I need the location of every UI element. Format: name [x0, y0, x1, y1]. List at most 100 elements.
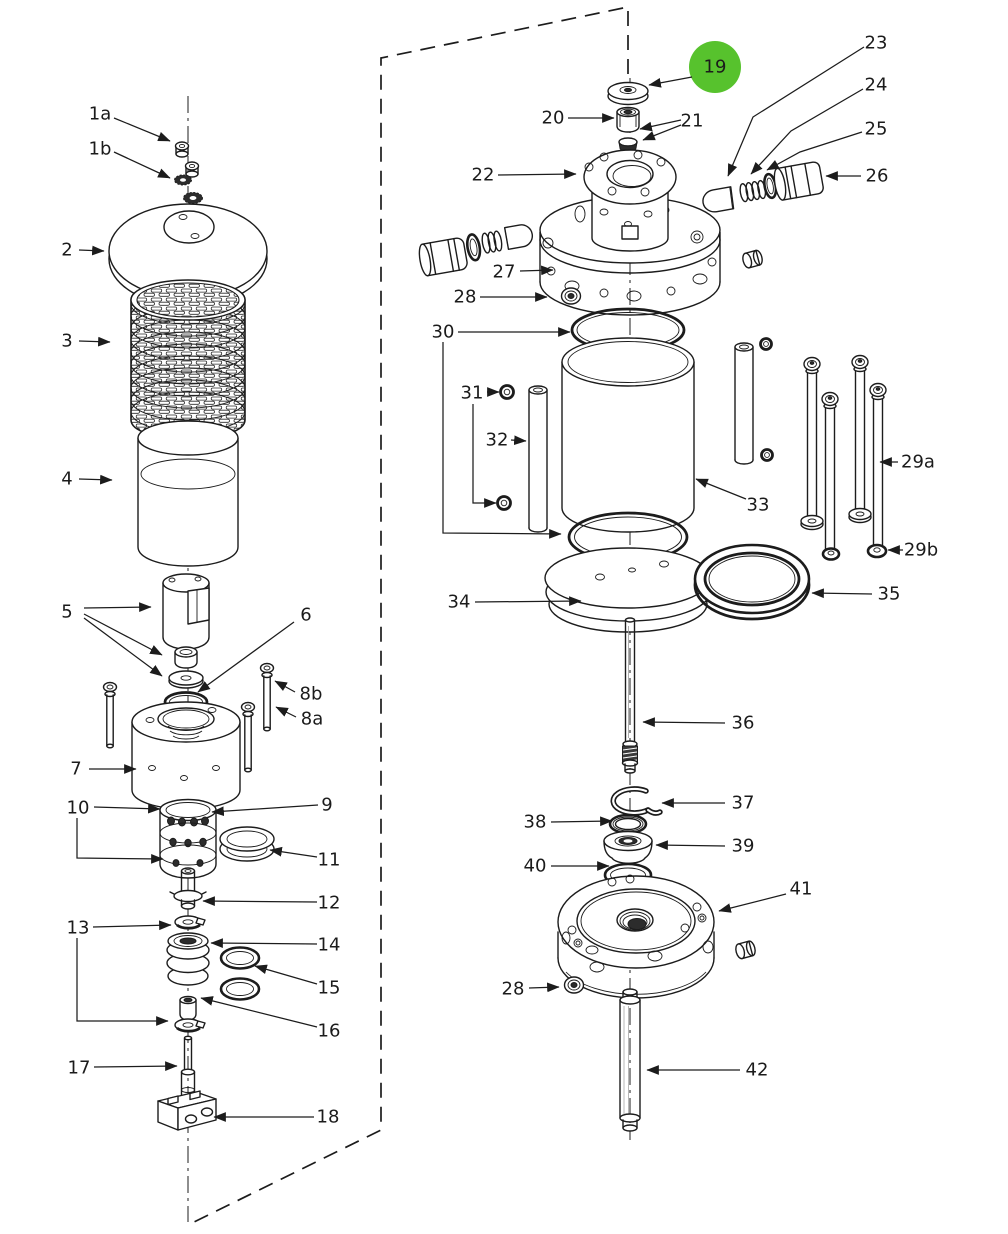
- part-label-29b: 29b: [887, 540, 938, 561]
- leader-line-13: [76, 938, 169, 1026]
- part-number-10: 10: [67, 798, 90, 819]
- part-36-piston-rod: [621, 617, 639, 774]
- part-number-33: 33: [747, 495, 770, 516]
- part-label-16: 16: [200, 996, 341, 1042]
- leader-line-19: [648, 76, 693, 88]
- part-number-13: 13: [67, 918, 90, 939]
- leader-line-25: [766, 131, 863, 171]
- part-number-16: 16: [318, 1021, 341, 1042]
- leader-line-17: [93, 1061, 178, 1072]
- leader-line-2: [78, 245, 105, 256]
- part-number-14: 14: [318, 935, 341, 956]
- part-label-25: 25: [766, 119, 888, 171]
- part-number-37: 37: [732, 793, 755, 814]
- leader-line-21: [642, 124, 682, 141]
- part-5-valve-block-set: [162, 573, 210, 689]
- part-label-6: 6: [197, 605, 312, 693]
- leader-line-21: [639, 119, 682, 132]
- part-28-plug-bottom: [563, 976, 585, 994]
- part-29a-tie-bolts: [803, 354, 887, 551]
- part-11-retaining-rings: [219, 826, 275, 862]
- part-number-31: 31: [461, 383, 484, 404]
- part-14-seal-stack: [166, 932, 210, 986]
- part-13-tab-washer-upper: [174, 915, 206, 930]
- leader-line-5: [83, 617, 163, 677]
- part-label-24: 24: [750, 75, 887, 175]
- part-number-8a: 8a: [301, 709, 323, 730]
- leader-line-10: [76, 818, 164, 864]
- part-number-6: 6: [300, 605, 311, 626]
- leader-line-8a: [275, 706, 297, 718]
- part-label-17: 17: [68, 1058, 178, 1079]
- part-number-8b: 8b: [300, 684, 323, 705]
- leader-line-10: [93, 803, 161, 814]
- part-label-1b: 1b: [89, 139, 171, 179]
- part-2-cover-disc: [108, 203, 268, 307]
- part-12-valve-stem: [169, 867, 207, 910]
- part-label-30: 30: [432, 322, 571, 539]
- leader-line-1b: [113, 151, 171, 179]
- part-label-41: 41: [718, 879, 812, 913]
- part-label-10: 10: [67, 798, 164, 864]
- part-41-bottom-flange: [557, 874, 715, 999]
- part-34-end-plate: [544, 547, 712, 633]
- part-number-25: 25: [865, 119, 888, 140]
- part-13-tab-washer-lower: [174, 1018, 206, 1033]
- highlight-part-19[interactable]: [689, 41, 741, 93]
- part-number-26: 26: [866, 166, 889, 187]
- part-number-12: 12: [318, 893, 341, 914]
- part-23-26-valve-cartridge-right: [702, 161, 824, 213]
- leader-line-36: [642, 717, 726, 728]
- part-number-34: 34: [448, 592, 471, 613]
- part-number-3: 3: [61, 331, 72, 352]
- part-number-22: 22: [472, 165, 495, 186]
- part-number-1b: 1b: [89, 139, 112, 160]
- part-number-20: 20: [542, 108, 565, 129]
- part-number-30: 30: [432, 322, 455, 343]
- leader-line-5: [83, 613, 163, 656]
- part-number-23: 23: [865, 33, 888, 54]
- section-boundary-dashed: [189, 5, 629, 1225]
- part-label-26: 26: [825, 166, 889, 187]
- part-1b-lock-washers: [174, 174, 203, 204]
- part-label-8a: 8a: [275, 706, 323, 730]
- leader-line-31: [472, 404, 497, 508]
- part-label-40: 40: [524, 856, 610, 877]
- part-number-28: 28: [454, 287, 477, 308]
- leader-line-13: [92, 920, 172, 931]
- leader-line-38: [550, 816, 613, 827]
- part-number-40: 40: [524, 856, 547, 877]
- part-number-9: 9: [321, 795, 332, 816]
- part-22-upper-flange-body: [583, 149, 677, 252]
- part-label-35: 35: [811, 584, 900, 605]
- part-plug-right-small: [742, 249, 763, 269]
- part-label-34: 34: [448, 592, 582, 613]
- part-label-20: 20: [542, 108, 615, 129]
- part-label-37: 37: [661, 793, 755, 814]
- leader-line-5: [83, 602, 152, 613]
- part-label-28b: 28: [502, 979, 560, 1000]
- part-number-42: 42: [746, 1060, 769, 1081]
- part-label-32: 32: [486, 430, 527, 451]
- part-1a-screws: [174, 141, 200, 178]
- part-28-plug-top: [560, 287, 582, 305]
- part-number-1a: 1a: [89, 104, 111, 125]
- leader-line-6: [197, 621, 295, 693]
- part-number-4: 4: [61, 469, 72, 490]
- part-number-2: 2: [61, 240, 72, 261]
- part-number-39: 39: [732, 836, 755, 857]
- part-label-14: 14: [210, 935, 341, 956]
- leader-line-41: [718, 893, 787, 913]
- part-number-5: 5: [61, 602, 72, 623]
- part-number-11: 11: [318, 850, 341, 871]
- part-15-o-rings-pair: [219, 946, 261, 1001]
- part-number-29a: 29a: [901, 452, 935, 473]
- part-label-18: 18: [213, 1107, 340, 1128]
- part-label-19: 19: [648, 57, 726, 88]
- part-label-38: 38: [524, 812, 613, 833]
- leader-line-35: [811, 588, 873, 599]
- part-label-2: 2: [61, 240, 105, 261]
- part-number-17: 17: [68, 1058, 91, 1079]
- part-number-18: 18: [317, 1107, 340, 1128]
- leader-line-30: [442, 342, 562, 539]
